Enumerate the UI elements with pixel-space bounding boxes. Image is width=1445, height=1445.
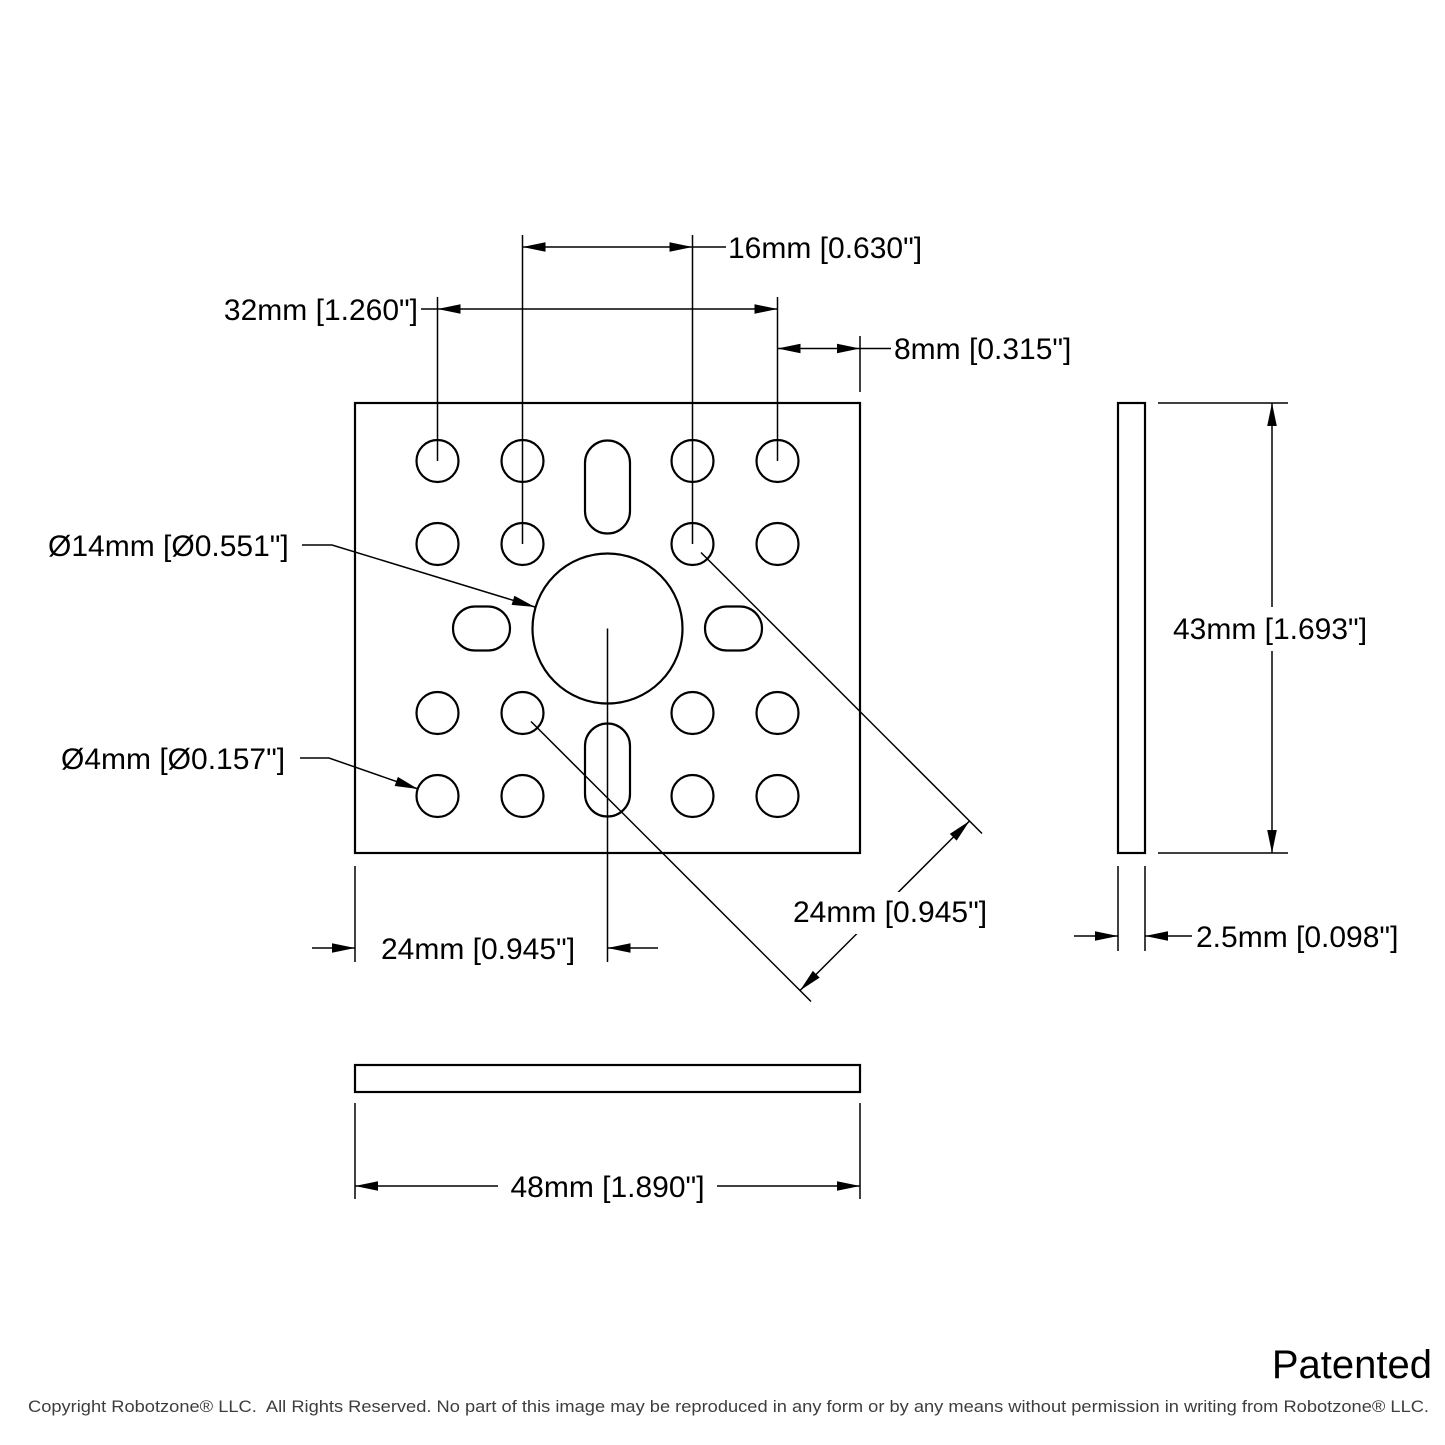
side-view xyxy=(1116,401,1147,855)
hole-4mm xyxy=(500,690,545,736)
leader-line xyxy=(302,544,536,608)
hole-4mm xyxy=(755,773,800,819)
dim-32mm xyxy=(421,297,779,461)
hole-4mm xyxy=(415,773,460,819)
hole-diameter-label: Ø4mm [Ø0.157"] xyxy=(61,743,285,776)
hole-4mm xyxy=(415,521,460,567)
hole-4mm xyxy=(670,690,715,736)
dim-24mm-diagonal-label: 24mm [0.945"] xyxy=(793,896,987,929)
hole-4mm xyxy=(670,773,715,819)
dim-43mm-label: 43mm [1.693"] xyxy=(1173,613,1367,646)
text-background xyxy=(498,1164,717,1208)
hole-4mm xyxy=(755,690,800,736)
dim-2-5mm xyxy=(1074,866,1192,951)
copyright-notice: Copyright Robotzone® LLC. All Rights Res… xyxy=(28,1397,1429,1416)
patented-label: Patented xyxy=(1272,1343,1432,1387)
extension-line xyxy=(700,551,983,835)
hole-4mm xyxy=(755,521,800,567)
leader-line xyxy=(300,757,419,790)
bore-diameter-label: Ø14mm [Ø0.551"] xyxy=(48,530,289,563)
side-view-outline xyxy=(1116,401,1147,855)
slot-horizontal-left xyxy=(451,605,512,652)
dim-16mm xyxy=(521,235,726,544)
dim-32mm-label: 32mm [1.260"] xyxy=(224,294,418,327)
slot-vertical-top xyxy=(583,439,632,535)
dim-48mm-label: 48mm [1.890"] xyxy=(510,1171,704,1204)
hole-4mm xyxy=(500,773,545,819)
dim-8mm-label: 8mm [0.315"] xyxy=(894,333,1071,366)
dim-2-5mm-label: 2.5mm [0.098"] xyxy=(1196,921,1398,954)
label-bore-diameter xyxy=(302,544,536,608)
bottom-view-outline xyxy=(353,1063,862,1094)
dim-24mm-diagonal xyxy=(530,551,983,1003)
dim-16mm-label: 16mm [0.630"] xyxy=(728,232,922,265)
slot-horizontal-right xyxy=(703,605,764,652)
label-hole-diameter xyxy=(300,757,419,790)
dim-8mm xyxy=(777,336,891,392)
dim-24mm-horizontal-label: 24mm [0.945"] xyxy=(381,933,575,966)
bottom-view xyxy=(353,1063,862,1094)
text-background xyxy=(1166,607,1374,651)
text-background xyxy=(788,892,1000,934)
extension-line xyxy=(530,720,812,1003)
hole-4mm xyxy=(415,690,460,736)
dim-24mm-horizontal xyxy=(312,628,658,962)
